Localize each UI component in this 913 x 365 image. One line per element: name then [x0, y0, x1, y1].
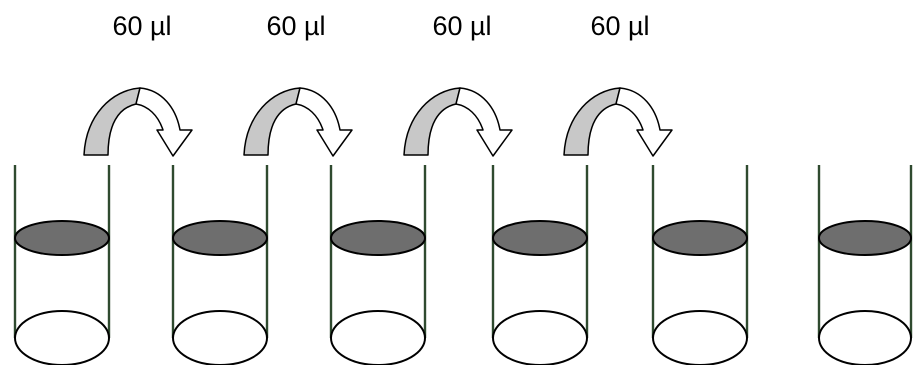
- tube-1-filter-disc: [14, 220, 110, 256]
- transfer-arrow-3: [403, 87, 513, 157]
- tube-5-filter-disc: [652, 220, 748, 256]
- transfer-arrow-1-start: [83, 87, 141, 156]
- transfer-arrow-4-start: [563, 87, 621, 156]
- tube-2: [171, 165, 269, 365]
- tube-2-filter-disc: [172, 220, 268, 256]
- tube-5-bottom: [652, 310, 748, 365]
- transfer-volume-label-4: 60 µl: [590, 11, 649, 41]
- tube-4: [491, 165, 589, 365]
- tube-6-filter-disc: [818, 220, 912, 256]
- tube-3: [329, 165, 427, 365]
- tube-4-bottom: [492, 310, 588, 365]
- transfer-arrow-4-end: [615, 87, 673, 157]
- transfer-arrow-1: [83, 87, 193, 157]
- tube-6: [817, 165, 913, 365]
- tube-1-bottom: [14, 310, 110, 365]
- transfer-arrow-2-end: [295, 87, 353, 157]
- transfer-volume-label-2: 60 µl: [266, 11, 325, 41]
- tube-2-bottom: [172, 310, 268, 365]
- tube-3-filter-disc: [330, 220, 426, 256]
- tube-3-bottom: [330, 310, 426, 365]
- transfer-arrow-1-end: [135, 87, 193, 157]
- tube-6-bottom: [818, 310, 912, 365]
- tube-1: [13, 165, 111, 365]
- transfer-arrow-2: [243, 87, 353, 157]
- tube-5: [651, 165, 749, 365]
- transfer-arrow-4: [563, 87, 673, 157]
- transfer-arrow-3-end: [455, 87, 513, 157]
- transfer-arrow-3-start: [403, 87, 461, 156]
- tube-4-filter-disc: [492, 220, 588, 256]
- transfer-volume-label-3: 60 µl: [432, 11, 491, 41]
- transfer-volume-label-1: 60 µl: [112, 11, 171, 41]
- transfer-arrow-2-start: [243, 87, 301, 156]
